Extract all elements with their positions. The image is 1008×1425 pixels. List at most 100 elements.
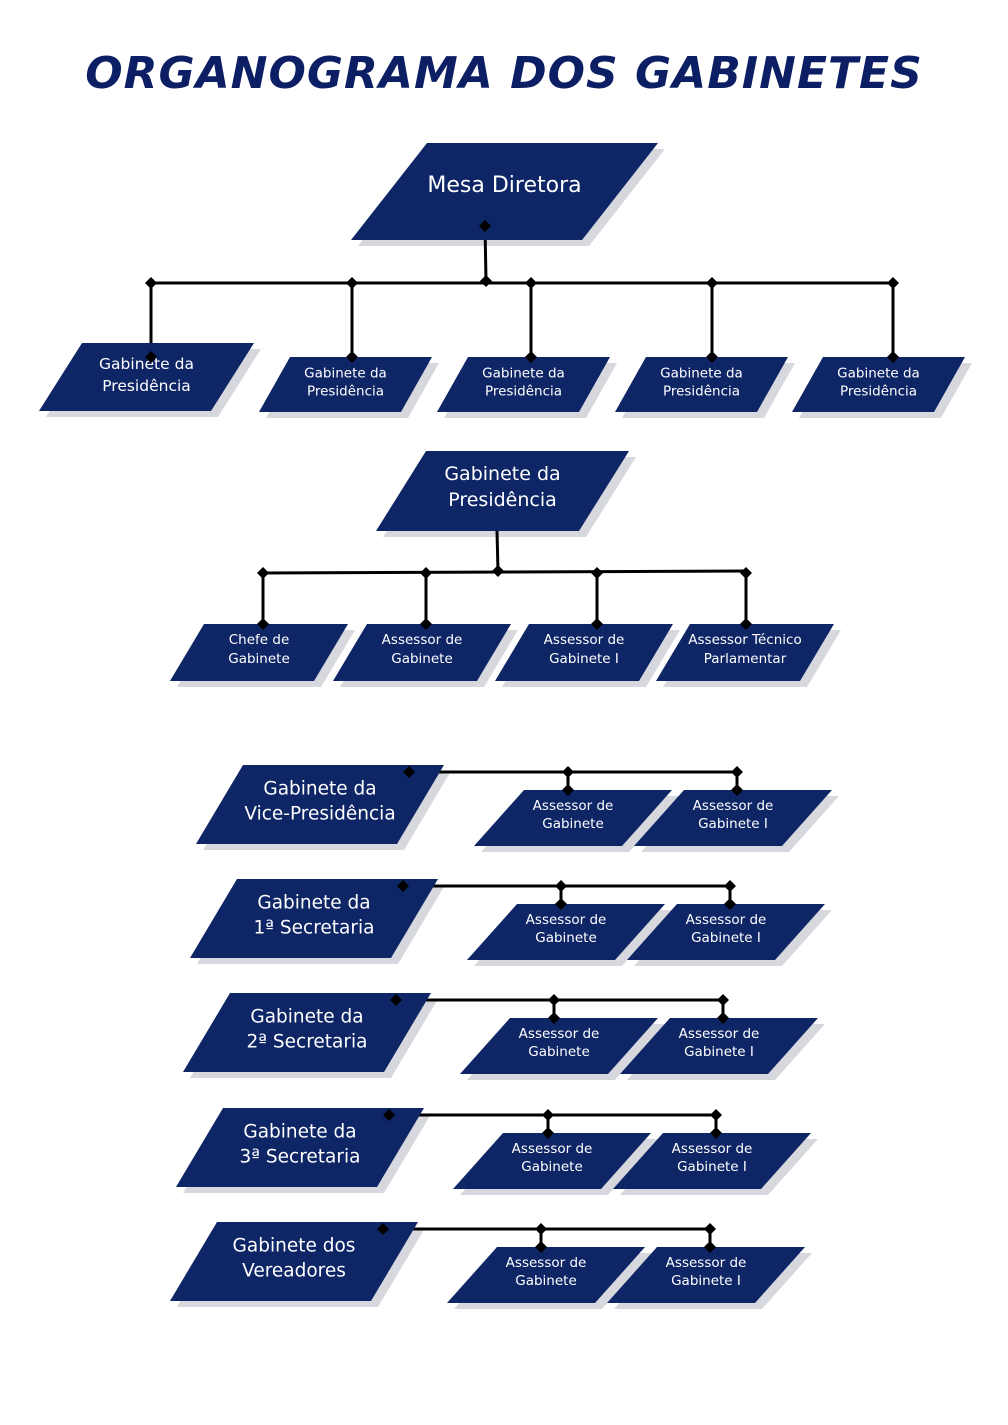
row-3-head-box-label-line-2: 2ª Secretaria (247, 1032, 368, 1053)
row-1-child-box-2-label-line-2: Gabinete I (698, 816, 768, 832)
row-4-head-node (383, 1109, 395, 1121)
row-3-child-box-1-label-line-1: Assessor de (519, 1026, 600, 1042)
row-4-child-box-1-label-line-1: Assessor de (512, 1141, 593, 1157)
connector-node-layer (145, 220, 899, 1253)
row-2-node-box-2 (724, 898, 736, 910)
row-3-node-bus-1 (548, 994, 560, 1006)
s1-child-box-3-label-line-2: Presidência (485, 384, 562, 400)
row-4-node-box-2 (710, 1127, 722, 1139)
s2-child-box-2-label-line-2: Gabinete (391, 651, 453, 667)
row-4-head-box-shape (176, 1108, 424, 1187)
row-5-child-box-2-label-line-2: Gabinete I (671, 1273, 741, 1289)
row-5-head-box-shape (170, 1222, 418, 1301)
row-1-child-box-1-label-line-2: Gabinete (542, 816, 604, 832)
s1-child-box-2: Gabinete da Presidência (259, 357, 432, 412)
s1-child-box-1-shape (39, 343, 254, 411)
row-3-head-box-label-line-1: Gabinete da (250, 1007, 363, 1028)
row-3-node-box-1 (548, 1012, 560, 1024)
row-1-child-box-2-shape (634, 790, 832, 846)
s2-child-box-3-label-line-1: Assessor de (544, 632, 625, 648)
row-4-child-box-2-shape (613, 1133, 811, 1189)
s1-node-box-1 (145, 351, 157, 363)
s2-child-box-1-shape (170, 624, 348, 681)
row-3-child-box-2-label-line-2: Gabinete I (684, 1044, 754, 1060)
s1-node-bus-3 (525, 277, 537, 289)
row-5-child-box-1-shape (447, 1247, 645, 1303)
row-1-child-box-2-label-line-1: Assessor de (693, 798, 774, 814)
s1-root-node-bus (480, 275, 492, 287)
s1-child-box-1-label-line-2: Presidência (102, 377, 191, 395)
row-2-head-node (397, 880, 409, 892)
row-4-child-box-2-label-line-1: Assessor de (672, 1141, 753, 1157)
row-1-head-box-label-line-1: Gabinete da (263, 779, 376, 800)
row-5-node-bus-2 (704, 1223, 716, 1235)
s1-child-box-3-shape (437, 357, 610, 412)
row-4-child-box-1-shape (453, 1133, 651, 1189)
s1-child-box-3-label-line-1: Gabinete da (482, 366, 565, 382)
s1-child-box-1: Gabinete da Presidência (39, 343, 254, 411)
row-2-child-box-1-shape (467, 904, 665, 960)
mesa-diretora-box-label-line-1: Mesa Diretora (427, 173, 581, 198)
s2-child-box-4-label-line-1: Assessor Técnico (688, 632, 801, 648)
s2-child-box-3-label-line-2: Gabinete I (549, 651, 619, 667)
s2-bus (261, 569, 748, 575)
s2-node-box-2 (420, 618, 432, 630)
row-3-node-bus-2 (717, 994, 729, 1006)
row-2-node-bus-1 (555, 880, 567, 892)
s1-child-box-4-shape (615, 357, 788, 412)
row-3-child-box-1-shape (460, 1018, 658, 1074)
row-2-child-box-1: Assessor de Gabinete (467, 904, 665, 960)
row-5-child-box-2-label-line-1: Assessor de (666, 1255, 747, 1271)
s2-child-box-1-label-line-2: Gabinete (228, 651, 290, 667)
row-4-head-box-label-line-2: 3ª Secretaria (240, 1147, 361, 1168)
row-5-child-box-1-label-line-1: Assessor de (506, 1255, 587, 1271)
row-1-node-bus-1 (562, 766, 574, 778)
s1-node-bus-2 (346, 277, 358, 289)
mesa-diretora-box: Mesa Diretora (351, 143, 658, 240)
s2-child-box-2-shape (333, 624, 511, 681)
row-4-node-box-1 (542, 1127, 554, 1139)
s2-root-node (492, 565, 504, 577)
row-3-head-box: Gabinete da 2ª Secretaria (183, 993, 431, 1072)
row-4-child-box-2-label-line-2: Gabinete I (677, 1159, 747, 1175)
s2-root-stem (495, 529, 500, 573)
s1-child-box-2-label-line-2: Presidência (307, 384, 384, 400)
row-2-head-box-shape (190, 879, 438, 958)
s1-child-box-2-label-line-1: Gabinete da (304, 366, 387, 382)
s2-child-box-2-label-line-1: Assessor de (382, 632, 463, 648)
s1-child-box-1-label-line-1: Gabinete da (99, 355, 194, 373)
s2-child-box-4-shape (656, 624, 834, 681)
row-1-head-node (403, 766, 415, 778)
row-2-child-box-1-label-line-2: Gabinete (535, 930, 597, 946)
row-3-head-box-shape (183, 993, 431, 1072)
row-1-child-box-1-shape (474, 790, 672, 846)
s2-child-box-3: Assessor de Gabinete I (495, 624, 673, 681)
row-5-node-box-2 (704, 1241, 716, 1253)
row-2-node-box-1 (555, 898, 567, 910)
s2-root-box-label-line-2: Presidência (448, 489, 557, 511)
s1-node-box-3 (525, 351, 537, 363)
s2-child-box-4-label-line-2: Parlamentar (704, 651, 787, 667)
row-5-head-box-label-line-2: Vereadores (242, 1261, 346, 1282)
s1-node-bus-4 (706, 277, 718, 289)
row-5-child-box-2-shape (607, 1247, 805, 1303)
row-3-node-box-2 (717, 1012, 729, 1024)
row-3-child-box-1-label-line-2: Gabinete (528, 1044, 590, 1060)
s2-node-bus-3 (591, 567, 603, 579)
s1-node-bus-1 (145, 277, 157, 289)
row-2-child-box-2-label-line-2: Gabinete I (691, 930, 761, 946)
s2-node-box-3 (591, 618, 603, 630)
s1-child-box-3: Gabinete da Presidência (437, 357, 610, 412)
s2-root-box-shape (376, 451, 629, 531)
row-2-child-box-1-label-line-1: Assessor de (526, 912, 607, 928)
s1-child-box-2-shape (259, 357, 432, 412)
